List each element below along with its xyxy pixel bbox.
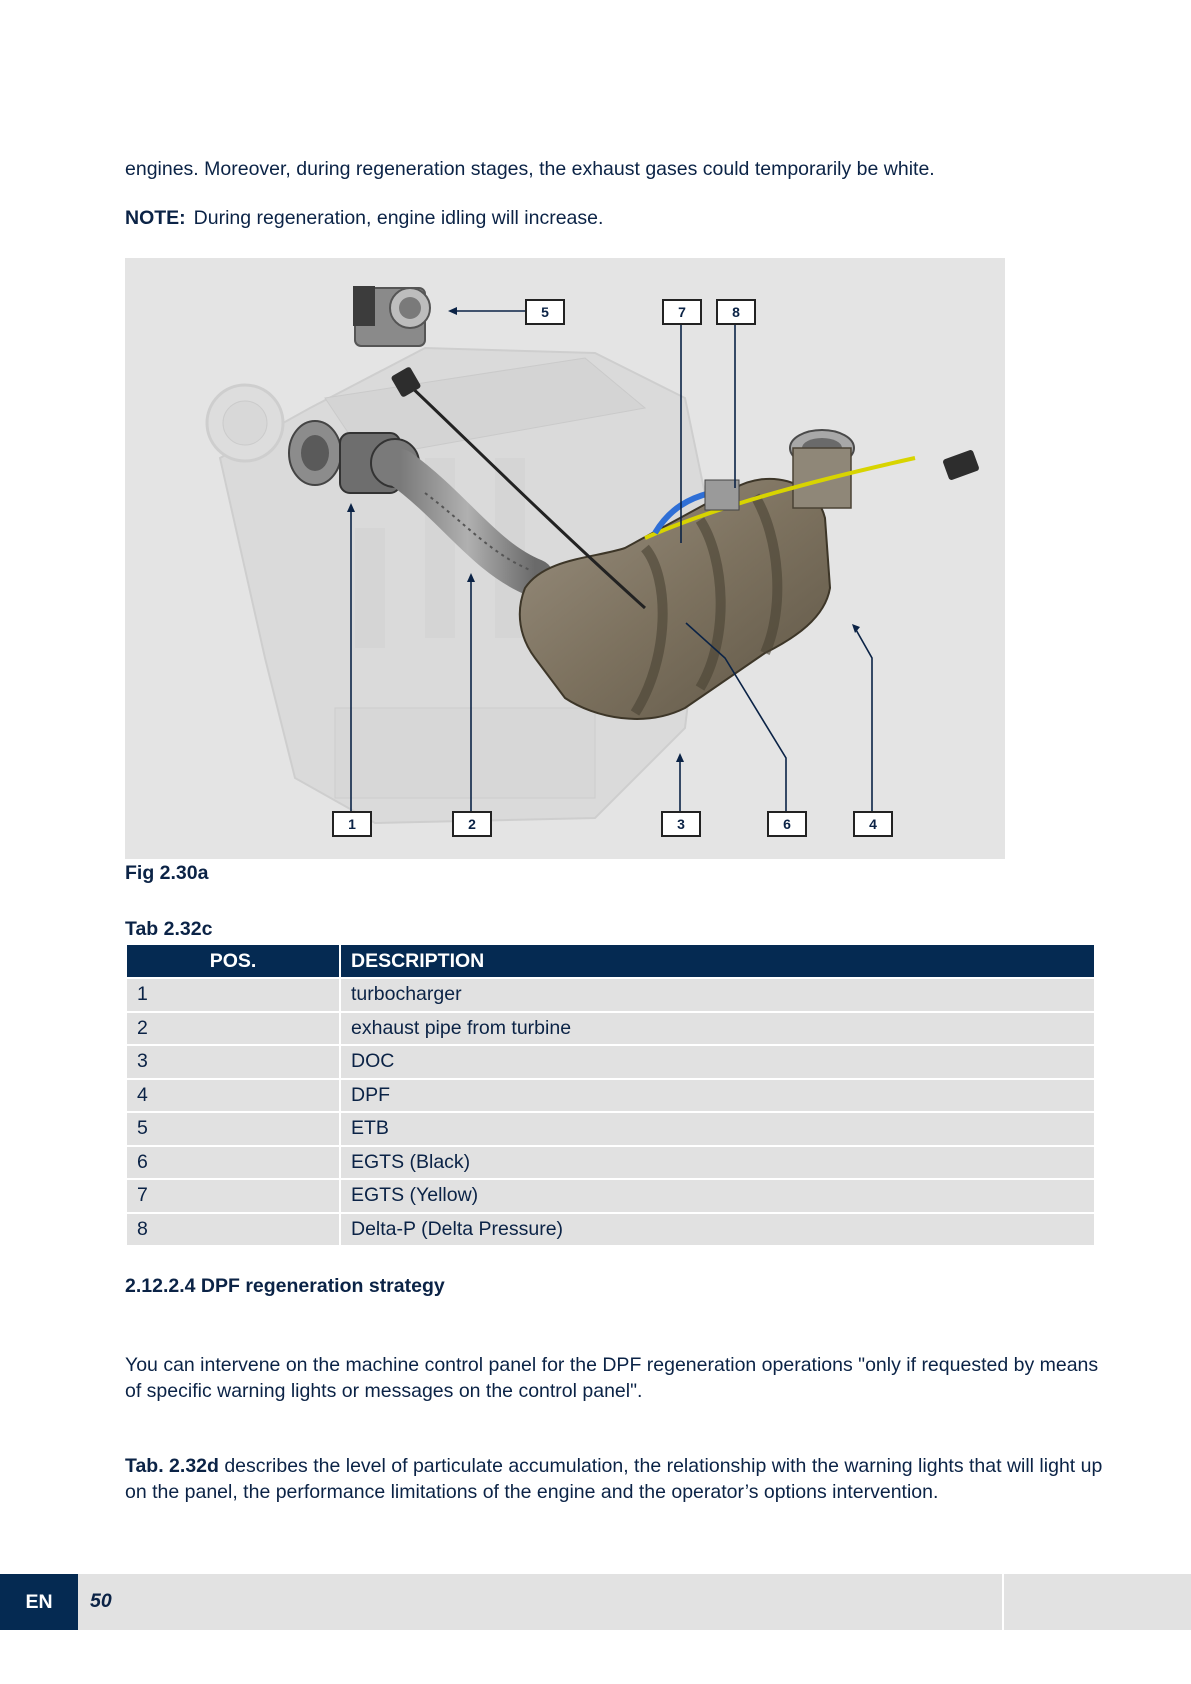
description-cell: EGTS (Yellow) [341, 1180, 1094, 1212]
pos-cell: 3 [127, 1046, 339, 1078]
figure-caption: Fig 2.30a [125, 862, 209, 884]
description-cell: DPF [341, 1079, 1094, 1111]
callout-8: 8 [716, 299, 756, 325]
footer-divider [1002, 1574, 1004, 1630]
pos-cell: 1 [127, 979, 339, 1011]
page-number: 50 [90, 1590, 112, 1612]
description-cell: DOC [341, 1046, 1094, 1078]
egts-yellow-wire [644, 456, 916, 540]
callout-7: 7 [662, 299, 702, 325]
description-cell: ETB [341, 1113, 1094, 1145]
page-footer: EN 50 [0, 1574, 1191, 1630]
language-badge: EN [0, 1574, 78, 1630]
table-caption: Tab 2.32c [125, 918, 213, 940]
description-cell: turbocharger [341, 979, 1094, 1011]
pos-cell: 5 [127, 1113, 339, 1145]
intervention-paragraph: You can intervene on the machine control… [125, 1354, 1099, 1402]
dpf-part [518, 429, 855, 720]
pos-cell: 6 [127, 1146, 339, 1178]
callout-2: 2 [452, 811, 492, 837]
tab-reference-text: describes the level of particulate accum… [125, 1455, 1103, 1503]
pos-cell: 8 [127, 1213, 339, 1245]
callout-5: 5 [525, 299, 565, 325]
note-text: During regeneration, engine idling will … [193, 207, 604, 229]
table-header-row: POS. DESCRIPTION [127, 945, 1094, 977]
description-header: DESCRIPTION [341, 945, 1094, 977]
table-reference: Tab. 2.32d [125, 1455, 219, 1477]
intro-paragraph: engines. Moreover, during regeneration s… [125, 158, 935, 180]
engine-illustration [205, 286, 979, 825]
note-label: NOTE: [125, 207, 186, 229]
etb-part [353, 286, 431, 347]
callout-leaders [350, 310, 873, 823]
callout-4: 4 [853, 811, 893, 837]
egts-black-wire [405, 381, 647, 610]
callout-1: 1 [332, 811, 372, 837]
engine-figure: 1 2 3 4 5 6 7 8 [125, 258, 1005, 859]
pos-cell: 7 [127, 1180, 339, 1212]
pos-header: POS. [127, 945, 339, 977]
callout-6: 6 [767, 811, 807, 837]
description-cell: Delta-P (Delta Pressure) [341, 1213, 1094, 1245]
description-cell: exhaust pipe from turbine [341, 1012, 1094, 1044]
pos-cell: 2 [127, 1012, 339, 1044]
callout-3: 3 [661, 811, 701, 837]
description-cell: EGTS (Black) [341, 1146, 1094, 1178]
note-paragraph: NOTE: During regeneration, engine idling … [125, 205, 603, 231]
tab-reference-paragraph: Tab. 2.32d describes the level of partic… [125, 1453, 1105, 1505]
section-heading: 2.12.2.4 DPF regeneration strategy [125, 1275, 445, 1297]
callout-arrowheads [347, 307, 860, 762]
pos-cell: 4 [127, 1079, 339, 1111]
